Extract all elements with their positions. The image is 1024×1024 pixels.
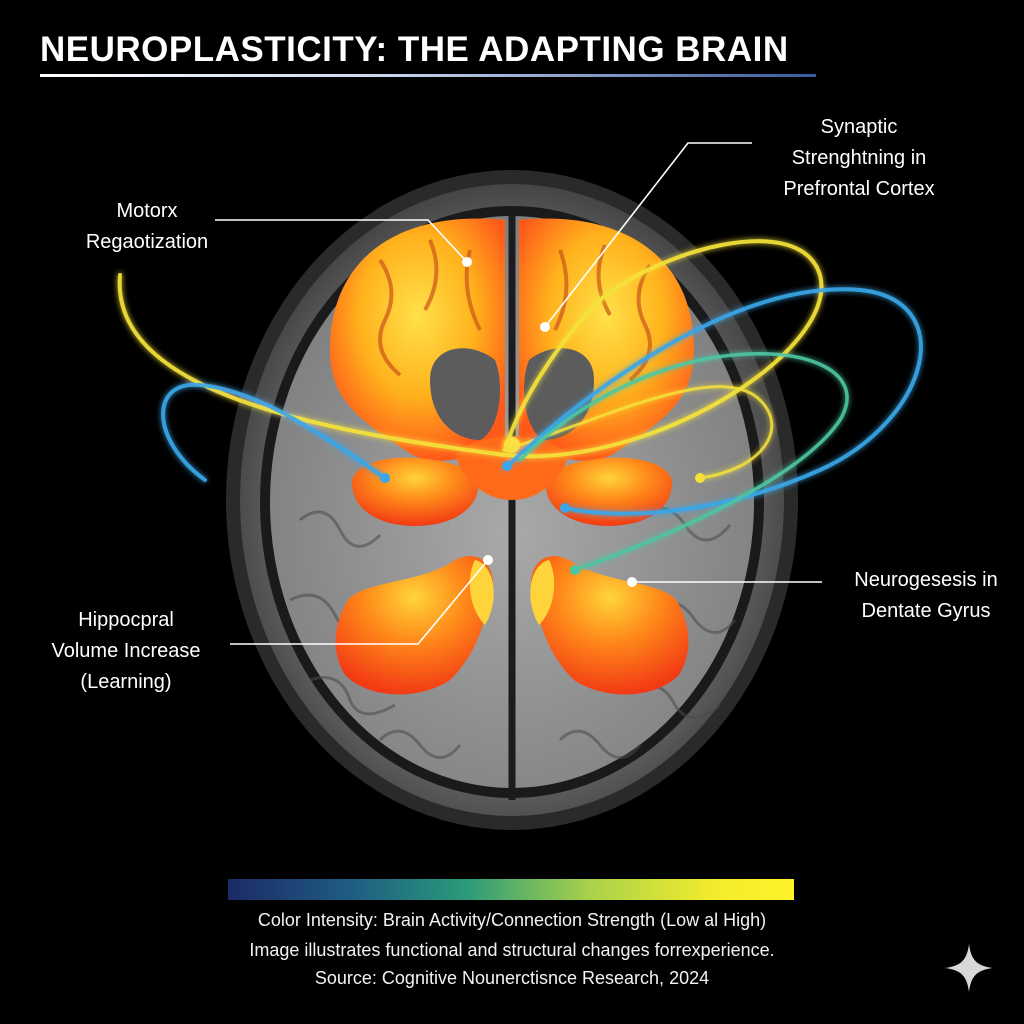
posterior-activation-right bbox=[530, 555, 689, 695]
node-blue-center bbox=[502, 461, 512, 471]
description-note: Image illustrates functional and structu… bbox=[249, 940, 775, 960]
label-line: Prefrontal Cortex bbox=[783, 178, 935, 200]
leader-motor bbox=[215, 219, 468, 263]
node-teal bbox=[570, 565, 580, 575]
label-synaptic-strengthening: Synaptic Strenghtning in Prefrontal Cort… bbox=[754, 112, 964, 205]
label-line: Neurogesesis in bbox=[854, 569, 998, 591]
label-line: Strenghtning in bbox=[791, 147, 927, 169]
label-line: (Learning) bbox=[80, 671, 172, 693]
label-motor-reorganization: Motorx Regaotization bbox=[72, 196, 222, 258]
label-hippocampal-volume: Hippocpral Volume Increase (Learning) bbox=[26, 605, 226, 698]
leader-synaptic bbox=[544, 142, 752, 328]
scale-caption: Color Intensity: Brain Activity/Connecti… bbox=[257, 910, 767, 930]
label-line: Hippocpral bbox=[78, 609, 174, 631]
connection-teal bbox=[518, 352, 849, 572]
label-line: Synaptic bbox=[820, 116, 898, 138]
connection-yellow-loop bbox=[503, 385, 774, 480]
hippocampus-left bbox=[469, 560, 494, 625]
connection-blue-left bbox=[161, 382, 387, 482]
color-intensity-scale bbox=[228, 879, 794, 900]
label-line: Volume Increase bbox=[51, 640, 201, 662]
source-note: Source: Cognitive Nounerctisnce Research… bbox=[314, 968, 710, 988]
anchor-synaptic bbox=[540, 322, 550, 332]
posterior-activation-left bbox=[335, 555, 494, 695]
connection-blue-right bbox=[503, 287, 923, 516]
node-blue-right bbox=[560, 503, 570, 513]
label-line: Regaotization bbox=[85, 231, 209, 253]
title-underline bbox=[40, 74, 816, 77]
leader-hippocampal bbox=[230, 559, 489, 645]
label-line: Dentate Gyrus bbox=[861, 600, 991, 622]
anchor-hippocampal bbox=[483, 555, 493, 565]
connection-curves bbox=[117, 239, 923, 572]
node-blue-left bbox=[380, 473, 390, 483]
hippocampus-right bbox=[530, 560, 555, 625]
anchor-motor bbox=[462, 257, 472, 267]
sparkle-icon bbox=[945, 944, 993, 992]
page-title: NEUROPLASTICITY: THE ADAPTING BRAIN bbox=[40, 30, 789, 69]
lateral-ventricle-left bbox=[430, 348, 500, 440]
label-neurogenesis: Neurogesesis in Dentate Gyrus bbox=[826, 565, 1024, 627]
leader-lines bbox=[215, 142, 822, 645]
node-yellow bbox=[695, 473, 705, 483]
label-line: Motorx bbox=[116, 200, 178, 222]
connection-yellow bbox=[117, 239, 824, 459]
anchor-neurogenesis bbox=[627, 577, 637, 587]
